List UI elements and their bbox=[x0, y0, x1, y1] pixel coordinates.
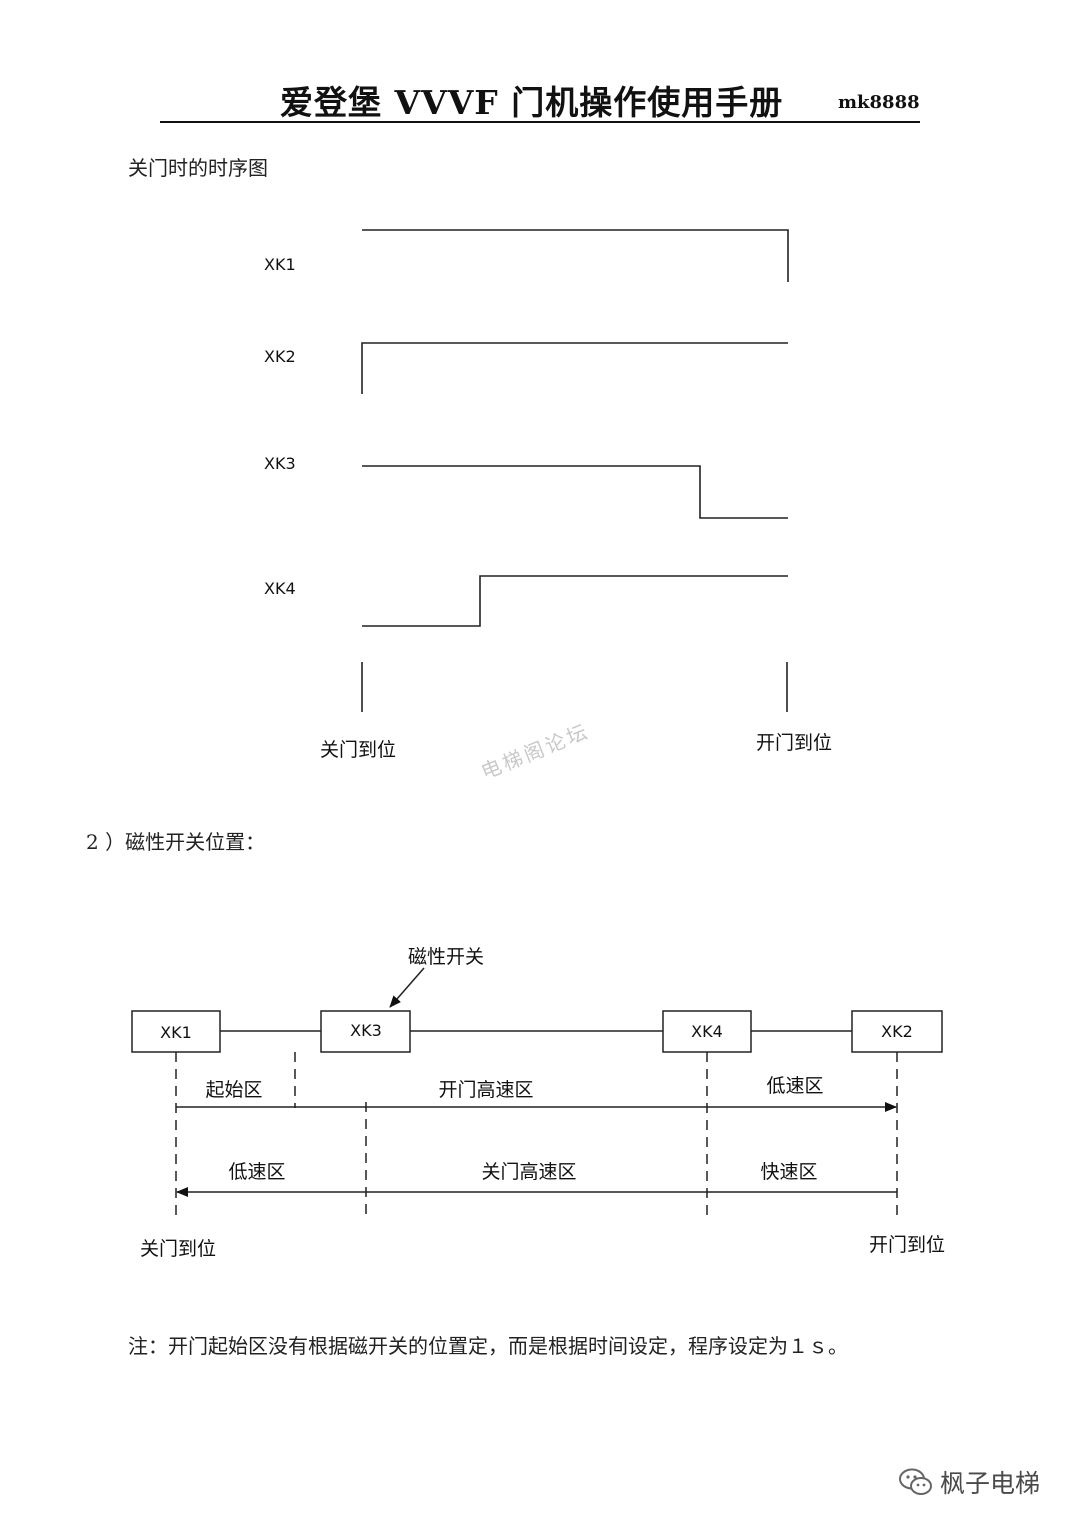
note-text: 注：开门起始区没有根据磁开关的位置定，而是根据时间设定，程序设定为１ｓ。 bbox=[128, 1334, 848, 1358]
closed-position-label: 关门到位 bbox=[320, 739, 396, 761]
switch-box-xk3 bbox=[320, 1010, 411, 1053]
switch-box-xk2 bbox=[851, 1010, 943, 1053]
switch-box-xk4 bbox=[662, 1010, 752, 1053]
switch-position-diagram: 磁性开关 XK1 XK3 XK4 XK2 起始区 开门高速区 低速区 低速区 关… bbox=[131, 946, 945, 1260]
open-position-label: 开门到位 bbox=[756, 732, 832, 754]
document-title: 爱登堡 VVVF 门机操作使用手册 bbox=[280, 83, 784, 122]
header-rule bbox=[160, 121, 920, 123]
timing-caption: 关门时的时序图 bbox=[128, 156, 268, 180]
switch-label-xk4: XK4 bbox=[691, 1022, 723, 1041]
close-fast-zone: 快速区 bbox=[760, 1161, 817, 1183]
signal-label-xk3: XK3 bbox=[264, 454, 296, 473]
signal-label-xk4: XK4 bbox=[264, 579, 296, 598]
open-low-speed-zone: 低速区 bbox=[766, 1075, 823, 1097]
wechat-icon bbox=[898, 1467, 934, 1497]
open-high-speed-zone: 开门高速区 bbox=[438, 1079, 533, 1101]
magnetic-switch-callout: 磁性开关 bbox=[408, 946, 484, 968]
xk2-waveform bbox=[361, 342, 788, 394]
open-start-zone: 起始区 bbox=[205, 1079, 262, 1101]
switch-label-xk1: XK1 bbox=[160, 1023, 192, 1042]
switch-label-xk3: XK3 bbox=[350, 1021, 382, 1040]
switch-label-xk2: XK2 bbox=[881, 1022, 913, 1041]
brand-mark: 枫子电梯 bbox=[898, 1462, 1040, 1502]
brand-name: 枫子电梯 bbox=[940, 1469, 1041, 1498]
switch-box-xk1 bbox=[131, 1010, 221, 1053]
xk3-waveform bbox=[362, 465, 788, 519]
xk4-waveform bbox=[362, 575, 788, 627]
callout-arrow bbox=[389, 967, 425, 1008]
document-code: mk8888 bbox=[838, 92, 920, 113]
xk1-waveform bbox=[362, 229, 789, 282]
close-low-speed-zone: 低速区 bbox=[228, 1161, 285, 1183]
signal-label-xk2: XK2 bbox=[264, 347, 296, 366]
close-high-speed-zone: 关门高速区 bbox=[481, 1161, 576, 1183]
closed-position-label-2: 关门到位 bbox=[140, 1238, 216, 1260]
signal-label-xk1: XK1 bbox=[264, 255, 296, 274]
timing-diagram: XK1 XK2 XK3 XK4 关门到位 开门到位 bbox=[264, 229, 832, 761]
open-position-label-2: 开门到位 bbox=[869, 1234, 945, 1256]
section-title: 2 ）磁性开关位置： bbox=[86, 830, 266, 854]
